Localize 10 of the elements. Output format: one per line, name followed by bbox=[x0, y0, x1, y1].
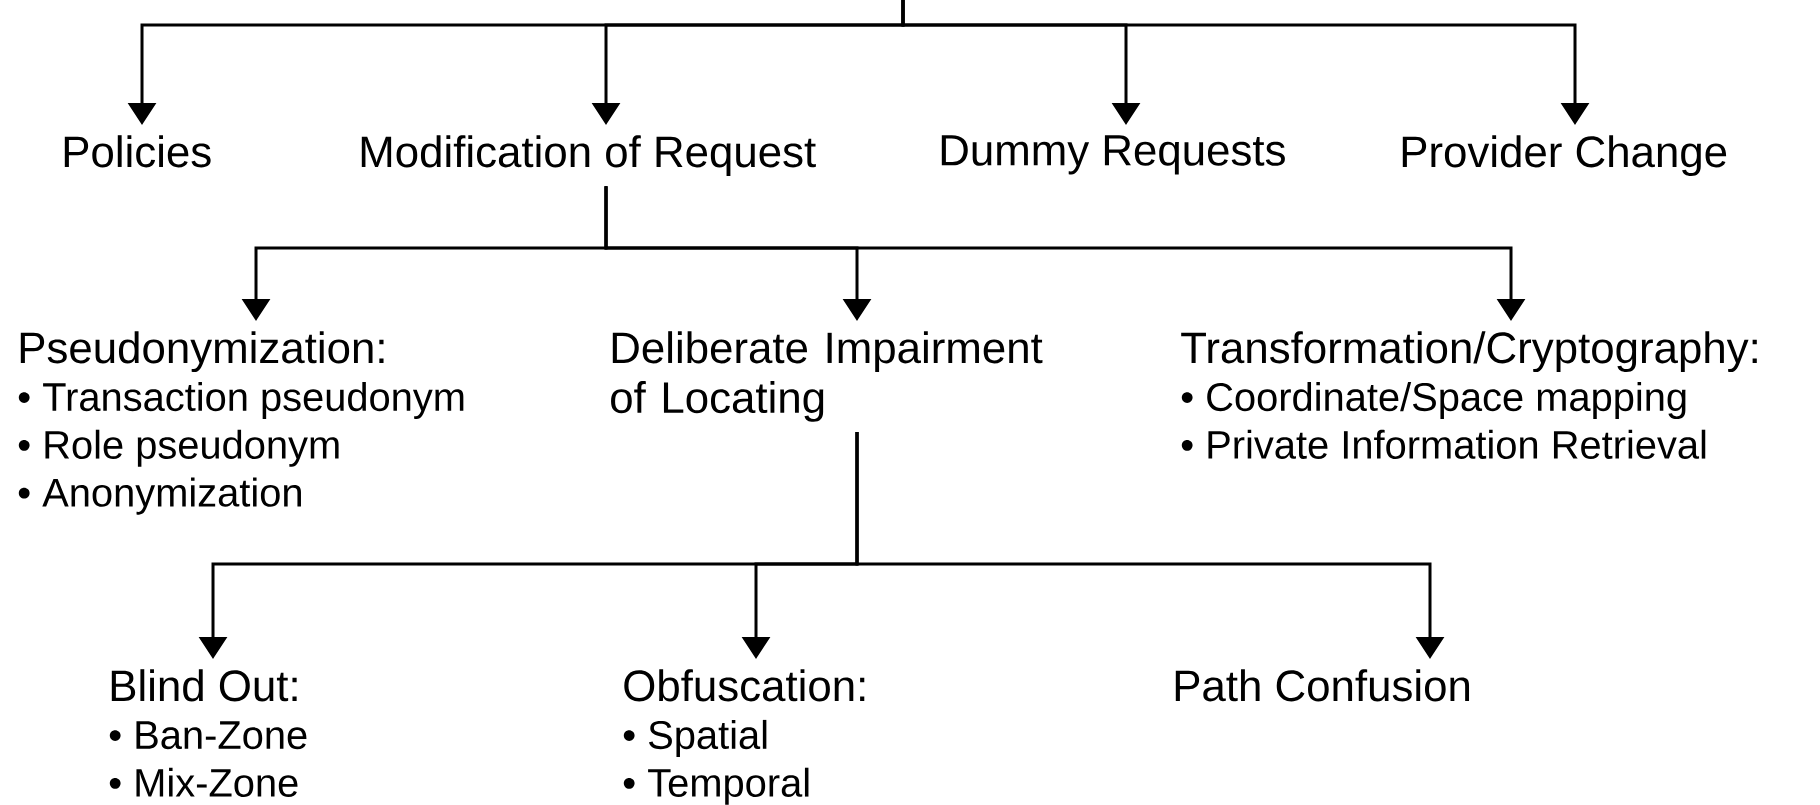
category-label: Obfuscation: • Spatial • Temporal bbox=[623, 669, 865, 805]
category-label: Blind Out: • Ban-Zone • Mix-Zone bbox=[109, 669, 307, 797]
category-label: Policies bbox=[64, 135, 211, 168]
category-label: Modification of Request bbox=[361, 135, 816, 177]
category-label: Deliberate Impairment of Locating bbox=[611, 331, 1043, 422]
category-label: Path Confusion bbox=[1175, 669, 1470, 702]
category-label: Pseudonymization: • Transaction pseudonym • Role pseudonym • Anonymization bbox=[18, 331, 464, 515]
category-label: Transformation/Cryptography: • Coordinate/Space mapping • Private Information Retrieval bbox=[1181, 331, 1757, 459]
category-label: Dummy Requests bbox=[941, 135, 1285, 175]
category-label: Provider Change bbox=[1402, 135, 1727, 177]
